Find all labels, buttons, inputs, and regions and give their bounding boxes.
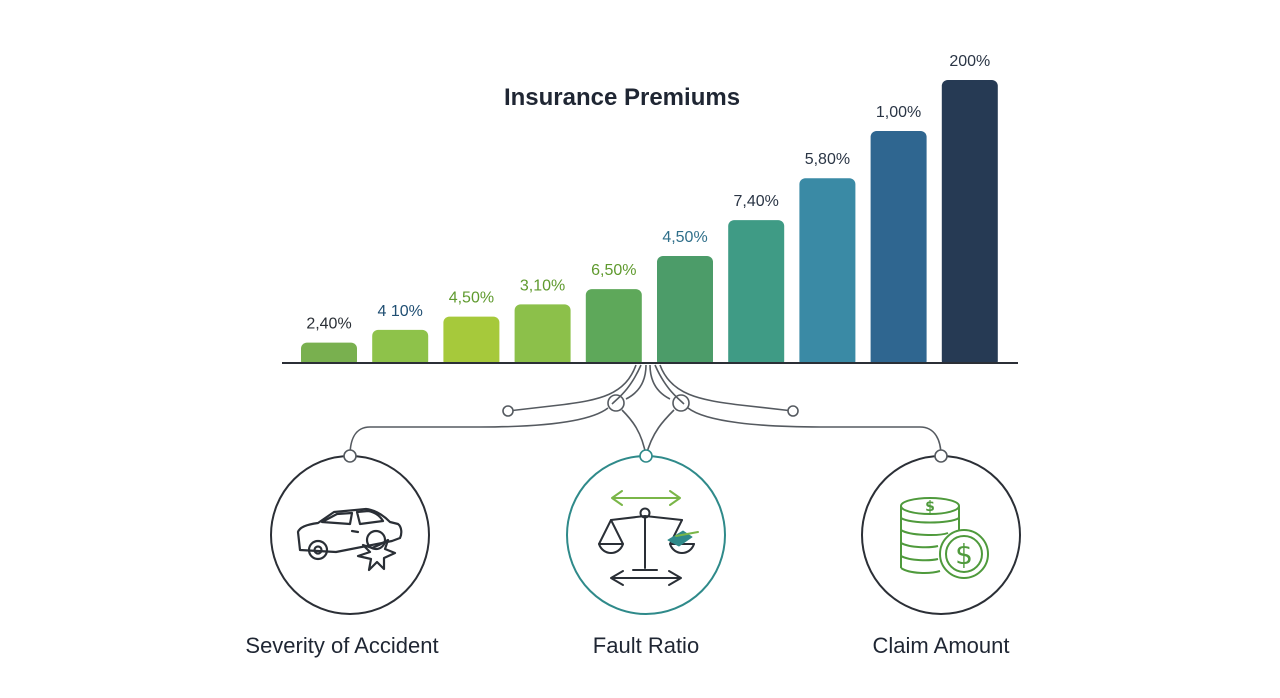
bar-6 [728,220,785,367]
bar-8 [870,130,927,367]
bar-label-2: 4,50% [449,290,494,307]
connector-network [349,364,942,457]
connector-node-left [502,405,514,417]
bar-label-4: 6,50% [591,262,636,279]
bar-label-8: 1,00% [876,104,921,121]
claim-amount-label: Claim Amount [872,633,1010,658]
bar-label-5: 4,50% [662,229,707,246]
bar-5 [657,256,713,367]
bar-3 [514,304,571,367]
bar-label-3: 3,10% [520,277,565,294]
severity-node [343,449,357,463]
balance-scale-icon [598,490,699,586]
bar-0 [301,342,357,367]
svg-text:$: $ [925,499,935,515]
severity-circle [270,455,430,615]
connector-node-right [787,405,799,417]
bar-label-9: 200% [949,53,990,70]
car-crash-icon [296,507,403,572]
bar-4 [585,289,642,367]
bar-label-7: 5,80% [805,151,850,168]
severity-label: Severity of Accident [245,633,439,658]
bar-7 [799,178,856,367]
fault-node [639,449,653,463]
fault-ratio-label: Fault Ratio [592,633,700,658]
bar-label-0: 2,40% [306,316,351,333]
bars-layer: 2,40% 4 10% 4,50% 3,10% 6,50% 4,50% 7,40% 5,80%… [282,53,1018,370]
svg-text:$: $ [955,538,973,571]
bar-2 [443,316,500,367]
claim-node [934,449,948,463]
dollar-coins-icon: $ $ [900,497,989,579]
bar-label-6: 7,40% [734,193,779,210]
bar-label-1: 4 10% [378,303,423,320]
chart-title: Insurance Premiums [503,84,741,111]
bar-1 [372,329,429,367]
bar-9 [941,80,998,367]
